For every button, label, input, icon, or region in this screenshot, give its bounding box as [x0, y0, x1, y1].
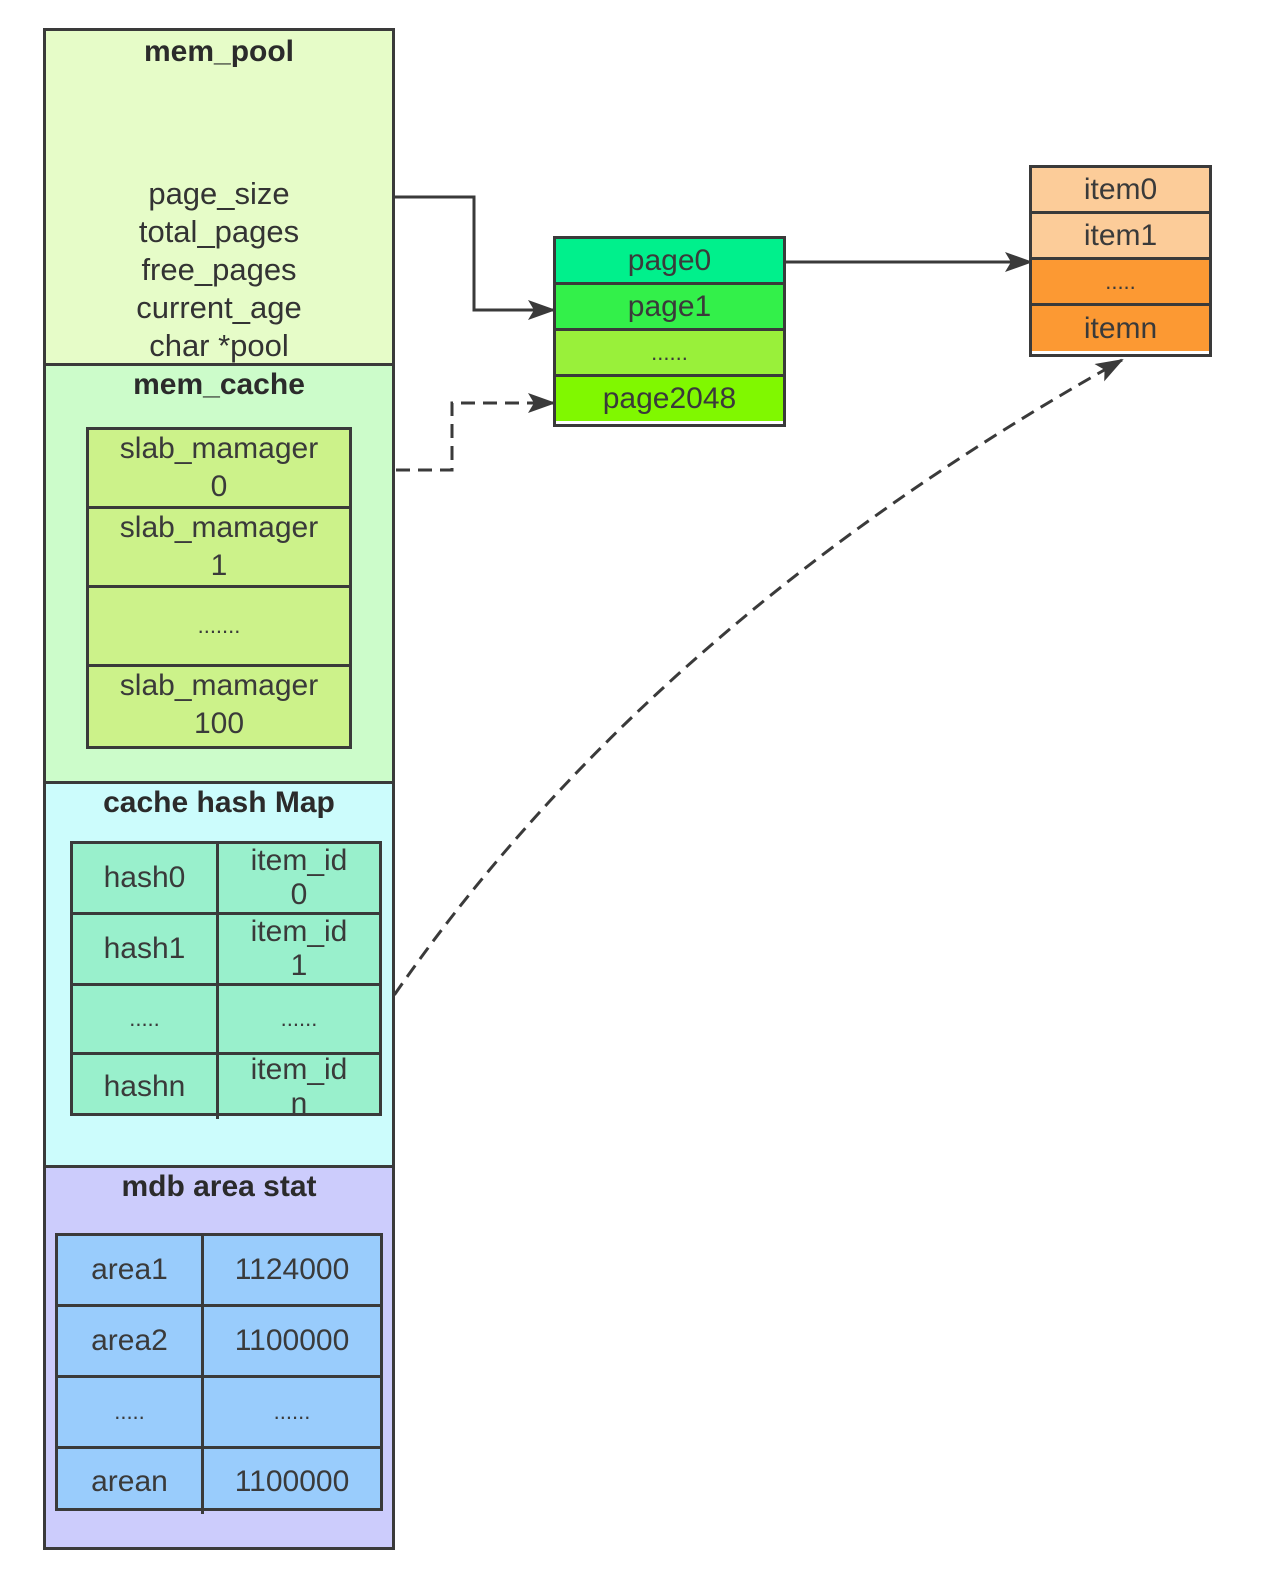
area-row: area2 1100000: [58, 1307, 380, 1378]
field-free-pages: free_pages: [141, 252, 297, 287]
slab-ellipsis-text: .......: [197, 613, 241, 638]
slab-index: 1: [210, 549, 228, 582]
hash-table: hash0 item_id 0 hash1 item_id 1 ..... ..…: [70, 841, 382, 1120]
area-value: 1100000: [234, 1324, 350, 1357]
slab-manager-100: slab_mamager 100: [89, 667, 349, 743]
hash-key: .....: [73, 986, 219, 1052]
hash-key: hashn: [73, 1055, 219, 1119]
hash-value: item_id 0: [219, 844, 379, 912]
mem-pool-section: mem_pool page_size total_pages free_page…: [46, 31, 392, 363]
hash-value-label: item_id: [250, 844, 348, 877]
divider: [46, 363, 392, 366]
slab-manager-list: slab_mamager 0 slab_mamager 1 ....... sl…: [86, 427, 352, 749]
page-list: page0 page1 ...... page2048: [553, 236, 786, 427]
slab-label: slab_mamager: [119, 669, 319, 702]
slab-label: slab_mamager: [119, 432, 319, 465]
hash-key: hash0: [73, 844, 219, 912]
item-n: itemn: [1032, 306, 1209, 351]
area-value: 1124000: [234, 1253, 350, 1286]
hash-value: item_id n: [219, 1053, 379, 1120]
slab-manager-0: slab_mamager 0: [89, 430, 349, 509]
slab-manager-ellipsis: .......: [89, 588, 349, 667]
arrow-slab-to-page2048: [352, 393, 556, 472]
hash-value: ......: [280, 1006, 318, 1031]
page-1: page1: [556, 285, 783, 331]
area-row: ..... ......: [58, 1378, 380, 1449]
hash-value-index: 1: [290, 949, 308, 982]
page-0: page0: [556, 239, 783, 285]
field-current-age: current_age: [136, 290, 302, 325]
hash-value-label: item_id: [250, 1053, 348, 1086]
area-stat-title: mdb area stat: [121, 1170, 317, 1203]
hash-value-label: item_id: [250, 915, 348, 948]
item-list: item0 item1 ..... itemn: [1029, 165, 1212, 357]
hash-value-index: 0: [290, 878, 308, 911]
area-row: area1 1124000: [58, 1236, 380, 1307]
divider: [46, 781, 392, 784]
mem-pool-fields: page_size total_pages free_pages current…: [46, 175, 392, 365]
area-row: arean 1100000: [58, 1449, 380, 1514]
hash-key: hash1: [73, 915, 219, 983]
arrow-hash-to-itemn: [380, 358, 1124, 1014]
slab-index: 100: [193, 707, 245, 740]
item-ellipsis: .....: [1032, 260, 1209, 306]
divider: [46, 1165, 392, 1168]
mem-cache-title: mem_cache: [133, 368, 305, 401]
hash-value: item_id 1: [219, 915, 379, 983]
hash-row: hashn item_id n: [73, 1053, 379, 1120]
page-2048: page2048: [556, 377, 783, 421]
slab-label: slab_mamager: [119, 511, 319, 544]
area-name: arean: [58, 1449, 204, 1514]
hash-row: hash1 item_id 1: [73, 915, 379, 986]
area-name: area1: [58, 1236, 204, 1304]
field-page-size: page_size: [148, 176, 290, 211]
area-value: ......: [273, 1399, 311, 1424]
slab-index: 0: [210, 470, 228, 503]
left-stack-frame: [43, 28, 395, 1550]
hash-value-index: n: [290, 1087, 308, 1120]
mem-pool-title: mem_pool: [143, 35, 295, 68]
area-name: .....: [58, 1378, 204, 1446]
item-0: item0: [1032, 168, 1209, 214]
area-name: area2: [58, 1307, 204, 1375]
hash-row: hash0 item_id 0: [73, 844, 379, 915]
mem-cache-section: mem_cache slab_mamager 0 slab_mamager 1 …: [46, 366, 392, 781]
field-total-pages: total_pages: [138, 214, 300, 249]
hash-map-section: cache hash Map hash0 item_id 0 hash1 ite…: [46, 784, 392, 1165]
area-value: 1100000: [234, 1464, 350, 1498]
area-stat-table: area1 1124000 area2 1100000 ..... ......…: [55, 1233, 383, 1514]
hash-map-title: cache hash Map: [103, 786, 335, 819]
hash-row: ..... ......: [73, 986, 379, 1055]
item-1: item1: [1032, 214, 1209, 260]
arrow-mem-pool-to-page1: [395, 195, 556, 320]
slab-manager-1: slab_mamager 1: [89, 509, 349, 588]
area-stat-section: mdb area stat area1 1124000 area2 110000…: [46, 1168, 392, 1547]
field-char-pool: char *pool: [149, 328, 289, 363]
page-ellipsis: ......: [556, 331, 783, 377]
